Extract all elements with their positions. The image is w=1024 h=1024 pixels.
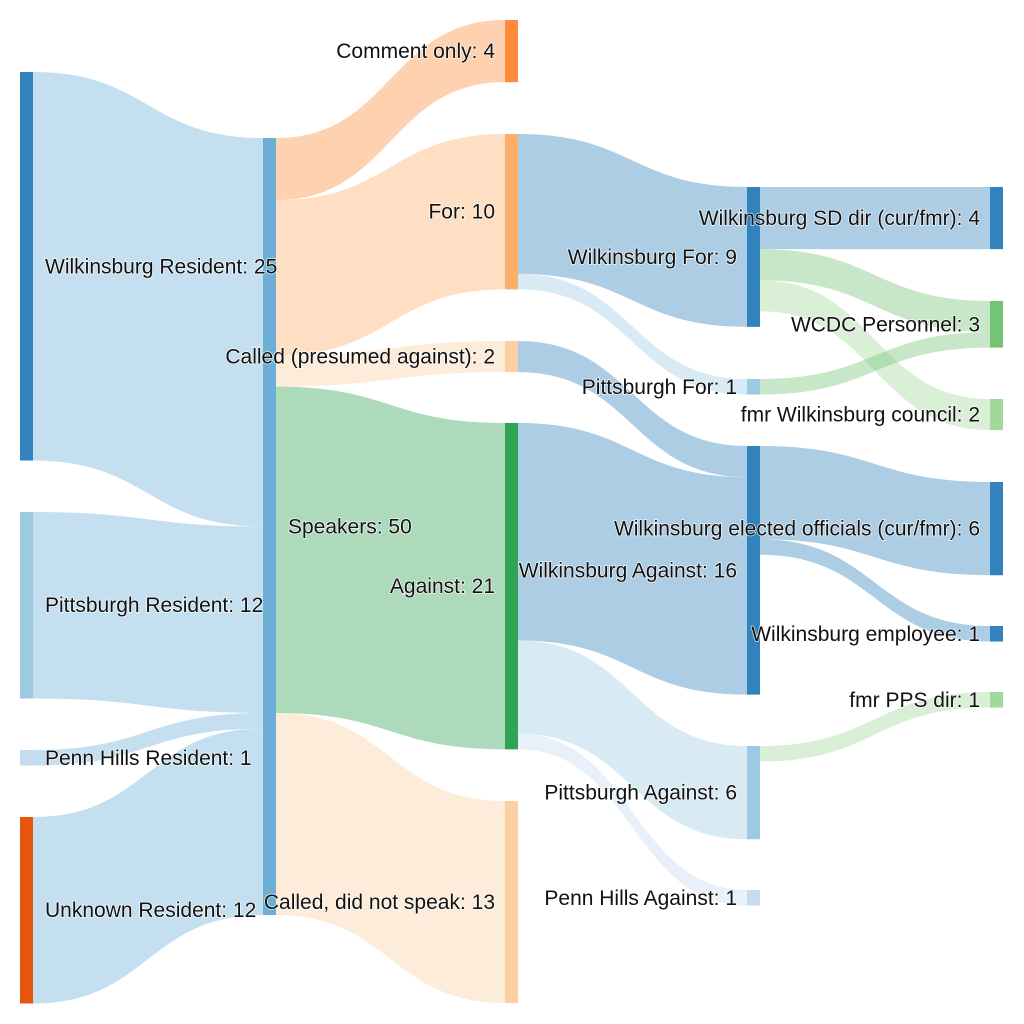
node-label-fwc: fmr Wilkinsburg council: 2 — [741, 404, 980, 427]
nodes-layer — [20, 20, 1003, 1004]
node-label-sp: Speakers: 50 — [288, 516, 412, 539]
node-fwc[interactable] — [990, 399, 1003, 431]
node-we[interactable] — [990, 626, 1003, 642]
node-label-for: For: 10 — [428, 201, 495, 224]
link-wf-to-wcdc[interactable] — [760, 249, 990, 333]
node-label-wf: Wilkinsburg For: 9 — [568, 246, 737, 269]
link-sp-to-cdns[interactable] — [276, 712, 505, 1004]
node-label-wr: Wilkinsburg Resident: 25 — [45, 255, 277, 278]
link-ur-to-sp[interactable] — [33, 728, 263, 1004]
node-wa[interactable] — [747, 446, 760, 695]
link-sp-to-co[interactable] — [276, 20, 505, 201]
link-sp-to-cpa[interactable] — [276, 341, 505, 387]
link-pa-to-pps[interactable] — [760, 692, 990, 762]
link-wa-to-weo[interactable] — [760, 446, 990, 576]
link-wf-to-sd[interactable] — [760, 187, 990, 250]
labels-layer: Wilkinsburg Resident: 25 Pittsburgh Resid… — [44, 39, 981, 923]
link-ag-to-wa[interactable] — [518, 423, 747, 695]
node-pf[interactable] — [747, 379, 760, 395]
link-wr-to-sp[interactable] — [33, 72, 263, 527]
node-sd[interactable] — [990, 187, 1003, 250]
node-label-we: Wilkinsburg employee: 1 — [751, 623, 980, 646]
link-pr-to-sp[interactable] — [33, 512, 263, 713]
node-pr[interactable] — [20, 512, 33, 699]
link-ag-to-pha[interactable] — [518, 733, 747, 906]
node-label-wcdc: WCDC Personnel: 3 — [791, 313, 980, 336]
node-label-pf: Pittsburgh For: 1 — [582, 376, 737, 399]
node-label-cpa: Called (presumed against): 2 — [225, 346, 495, 369]
link-wa-to-we[interactable] — [760, 539, 990, 642]
node-phr[interactable] — [20, 750, 33, 766]
node-pps[interactable] — [990, 692, 1003, 708]
link-phr-to-sp[interactable] — [33, 712, 263, 766]
node-label-pa: Pittsburgh Against: 6 — [544, 782, 737, 805]
node-label-ur: Unknown Resident: 12 — [45, 899, 256, 922]
node-label-cdns: Called, did not speak: 13 — [264, 891, 495, 914]
link-for-to-wf[interactable] — [518, 134, 747, 327]
node-ur[interactable] — [20, 817, 33, 1004]
node-sp[interactable] — [263, 138, 276, 915]
node-cdns[interactable] — [505, 801, 518, 1004]
node-pa[interactable] — [747, 746, 760, 840]
node-label-pr: Pittsburgh Resident: 12 — [45, 594, 263, 617]
node-label-ag: Against: 21 — [390, 575, 495, 598]
node-ag[interactable] — [505, 423, 518, 750]
node-label-wa: Wilkinsburg Against: 16 — [519, 559, 737, 582]
node-label-pha: Penn Hills Against: 1 — [544, 887, 737, 910]
node-label-pps: fmr PPS dir: 1 — [849, 689, 980, 712]
link-for-to-pf[interactable] — [518, 273, 747, 395]
node-label-sd: Wilkinsburg SD dir (cur/fmr): 4 — [699, 207, 981, 230]
link-cpa-to-wa[interactable] — [518, 341, 747, 478]
node-wf[interactable] — [747, 187, 760, 327]
link-wf-to-fwc[interactable] — [760, 280, 990, 431]
node-for[interactable] — [505, 134, 518, 290]
link-sp-to-for[interactable] — [276, 134, 505, 356]
link-pf-to-wcdc[interactable] — [760, 332, 990, 395]
links-layer — [33, 20, 990, 1004]
node-pha[interactable] — [747, 890, 760, 906]
node-label-co: Comment only: 4 — [336, 40, 495, 63]
node-wr[interactable] — [20, 72, 33, 461]
node-co[interactable] — [505, 20, 518, 83]
node-cpa[interactable] — [505, 341, 518, 373]
link-sp-to-ag[interactable] — [276, 386, 505, 750]
node-weo[interactable] — [990, 482, 1003, 576]
node-wcdc[interactable] — [990, 301, 1003, 348]
link-ag-to-pa[interactable] — [518, 640, 747, 840]
node-label-weo: Wilkinsburg elected officials (cur/fmr):… — [614, 518, 980, 541]
node-label-phr: Penn Hills Resident: 1 — [45, 747, 252, 770]
